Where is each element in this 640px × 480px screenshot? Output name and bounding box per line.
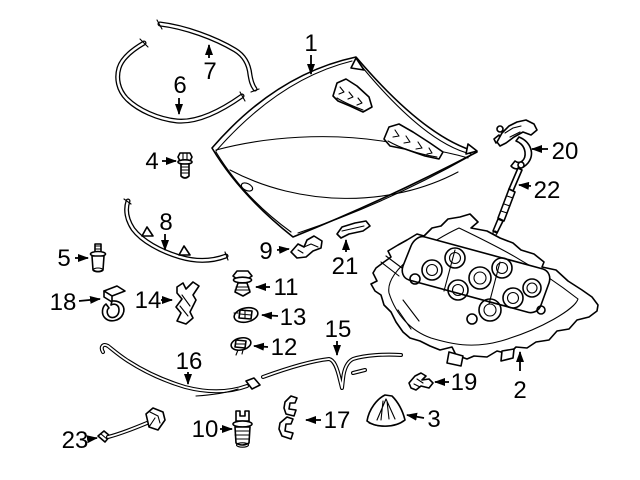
grommet-small (230, 336, 252, 356)
callout-22: 22 (534, 177, 561, 204)
release-handle-cable (97, 407, 166, 443)
insulation-pad-center-panel (401, 235, 551, 314)
callout-15: 15 (325, 316, 352, 343)
callout-8: 8 (159, 209, 172, 236)
callout-11: 11 (274, 274, 299, 301)
hood-release-cable-rear (261, 352, 403, 390)
callout-2: 2 (513, 377, 526, 404)
callout-3-arrow (406, 412, 425, 421)
callout-1: 1 (304, 30, 317, 57)
callout-13: 13 (280, 304, 307, 331)
insulation-pad-recesses (409, 247, 546, 325)
callout-4: 4 (145, 148, 158, 175)
folded-bracket (175, 281, 200, 325)
cable-clip (408, 372, 434, 391)
hood-panel (211, 56, 478, 238)
callout-19: 19 (451, 369, 478, 396)
support-strip (336, 220, 371, 239)
callout-6: 6 (173, 72, 186, 99)
callout-20: 20 (552, 138, 579, 165)
callout-5: 5 (57, 245, 70, 272)
adjustable-buffer (232, 410, 253, 448)
hook-clip (101, 285, 126, 322)
hood-vent-upper (332, 78, 373, 113)
callout-22-arrow (518, 181, 532, 190)
hood-vent-lower (383, 123, 444, 160)
grommet-large (233, 306, 259, 324)
callout-arrows (75, 44, 548, 444)
callout-16: 16 (176, 348, 203, 375)
hood-rear-seal (156, 19, 260, 93)
callout-13-arrow (261, 311, 279, 320)
hood-washer-nozzle-hole (240, 182, 254, 192)
callout-labels: 1 2 3 4 5 6 7 8 9 10 11 12 13 14 15 16 1… (50, 30, 579, 454)
callout-23: 23 (62, 427, 89, 454)
hinge-bolt (177, 152, 193, 179)
callout-14: 14 (135, 287, 162, 314)
callout-18: 18 (50, 289, 77, 316)
latch-bracket (290, 235, 323, 259)
hood-release-cable-front (99, 342, 261, 397)
callout-12: 12 (271, 334, 298, 361)
callout-18-arrow (78, 295, 101, 304)
hood-outline (211, 56, 478, 238)
cable-retainer-clips (278, 395, 298, 440)
callout-9: 9 (259, 238, 272, 265)
lower-seal-strip (123, 198, 229, 263)
gas-strut (492, 161, 525, 236)
hood-insulation-pad (370, 213, 599, 367)
callout-12-arrow (253, 342, 269, 351)
callout-21: 21 (332, 253, 359, 280)
callout-3: 3 (427, 406, 440, 433)
cone-grommet (366, 394, 406, 427)
hood-stop-buffer (89, 243, 107, 273)
callout-9-arrow (276, 245, 290, 254)
callout-10: 10 (192, 416, 219, 443)
hood-front-seal (115, 38, 246, 124)
callout-17: 17 (324, 407, 351, 434)
callout-7: 7 (203, 58, 216, 85)
expansion-clip (232, 270, 253, 297)
callout-23-arrow (86, 435, 98, 444)
hood-hinge (493, 119, 538, 170)
